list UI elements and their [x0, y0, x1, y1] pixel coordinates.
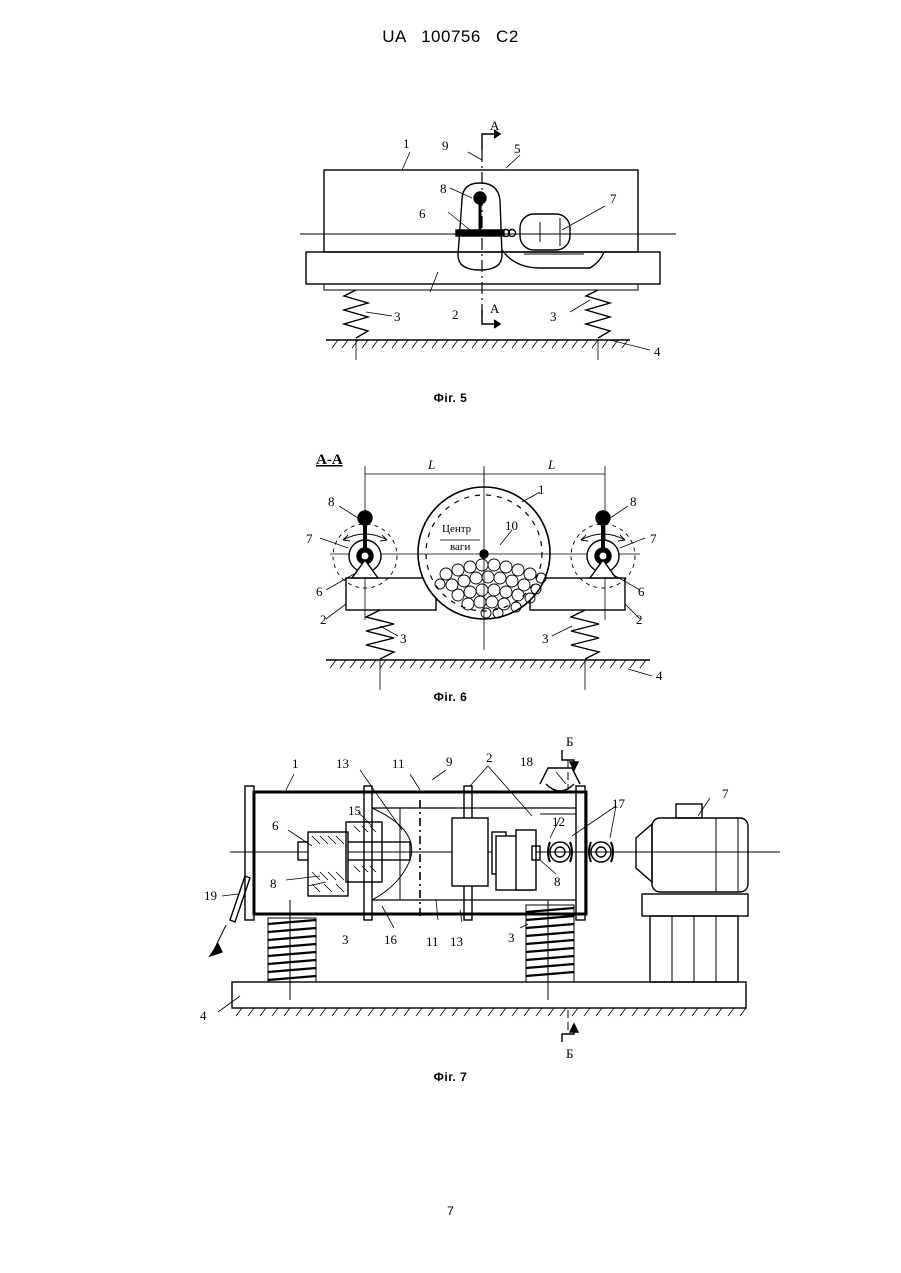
fig5-label-7: 7	[610, 191, 617, 206]
fig7-label-17: 17	[612, 796, 626, 811]
fig7-label-19: 19	[204, 888, 217, 903]
fig7-label-8b: 8	[554, 874, 561, 889]
fig5-label-3a: 3	[394, 309, 401, 324]
fig7-label-11a: 11	[392, 756, 405, 771]
fig5-label-9: 9	[442, 138, 449, 153]
fig6-label-2a: 2	[320, 612, 327, 627]
fig6-dimension-right: L	[547, 457, 555, 472]
figure-5: 1 9 5 8 6 7 2 3 3 4 A A	[0, 0, 901, 420]
fig6-label-1: 1	[538, 482, 545, 497]
fig5-section-mark-bottom: A	[490, 301, 500, 316]
fig6-dimension-left: L	[427, 457, 435, 472]
page-number: 7	[0, 1204, 901, 1218]
fig7-label-13a: 13	[336, 756, 349, 771]
fig5-caption: Фіг. 5	[0, 391, 901, 405]
fig6-label-4: 4	[656, 668, 663, 683]
fig7-label-7: 7	[722, 786, 729, 801]
fig7-label-3a: 3	[342, 932, 349, 947]
fig6-label-6a: 6	[316, 584, 323, 599]
fig7-caption: Фіг. 7	[0, 1070, 901, 1084]
fig6-label-6b: 6	[638, 584, 645, 599]
fig6-section-title: A-A	[316, 452, 343, 468]
fig7-section-mark-bottom: Б	[566, 1046, 573, 1061]
fig7-label-1: 1	[292, 756, 299, 771]
fig6-center-text-1: Центр	[442, 523, 472, 535]
fig6-label-3b: 3	[542, 631, 549, 646]
fig6-label-3a: 3	[400, 631, 407, 646]
fig5-section-mark-top: A	[490, 118, 500, 133]
fig7-label-18: 18	[520, 754, 533, 769]
fig5-label-1: 1	[403, 136, 410, 151]
fig7-label-16: 16	[384, 932, 398, 947]
fig5-label-2: 2	[452, 307, 459, 322]
fig7-label-4: 4	[200, 1008, 207, 1023]
fig7-label-6: 6	[272, 818, 279, 833]
fig5-label-6: 6	[419, 206, 426, 221]
figure-6: A-A L L 8 8 1 7 7 6 6 2 2 3 3 4 10 Центр…	[0, 440, 901, 700]
fig6-label-7a: 7	[306, 531, 313, 546]
fig7-label-11b: 11	[426, 934, 439, 949]
figure-7: 1 13 11 9 2 18 Б 17 7 15 6 12 8 8 19 16 …	[0, 730, 901, 1070]
fig7-label-9: 9	[446, 754, 453, 769]
fig5-label-4: 4	[654, 344, 661, 359]
fig7-label-15: 15	[348, 803, 361, 818]
fig6-label-10: 10	[505, 518, 518, 533]
fig5-label-3b: 3	[550, 309, 557, 324]
fig6-label-8a: 8	[328, 494, 335, 509]
fig6-label-2b: 2	[636, 612, 643, 627]
fig7-section-mark-top: Б	[566, 734, 573, 749]
fig6-label-8b: 8	[630, 494, 637, 509]
fig7-label-12: 12	[552, 814, 565, 829]
fig5-label-8: 8	[440, 181, 447, 196]
fig7-label-3b: 3	[508, 930, 515, 945]
fig7-label-2: 2	[486, 750, 493, 765]
fig7-label-8a: 8	[270, 876, 277, 891]
fig6-caption: Фіг. 6	[0, 690, 901, 704]
fig5-label-5: 5	[514, 141, 521, 156]
fig7-label-13b: 13	[450, 934, 463, 949]
fig6-label-7b: 7	[650, 531, 657, 546]
fig6-center-text-2: ваги	[450, 541, 470, 553]
